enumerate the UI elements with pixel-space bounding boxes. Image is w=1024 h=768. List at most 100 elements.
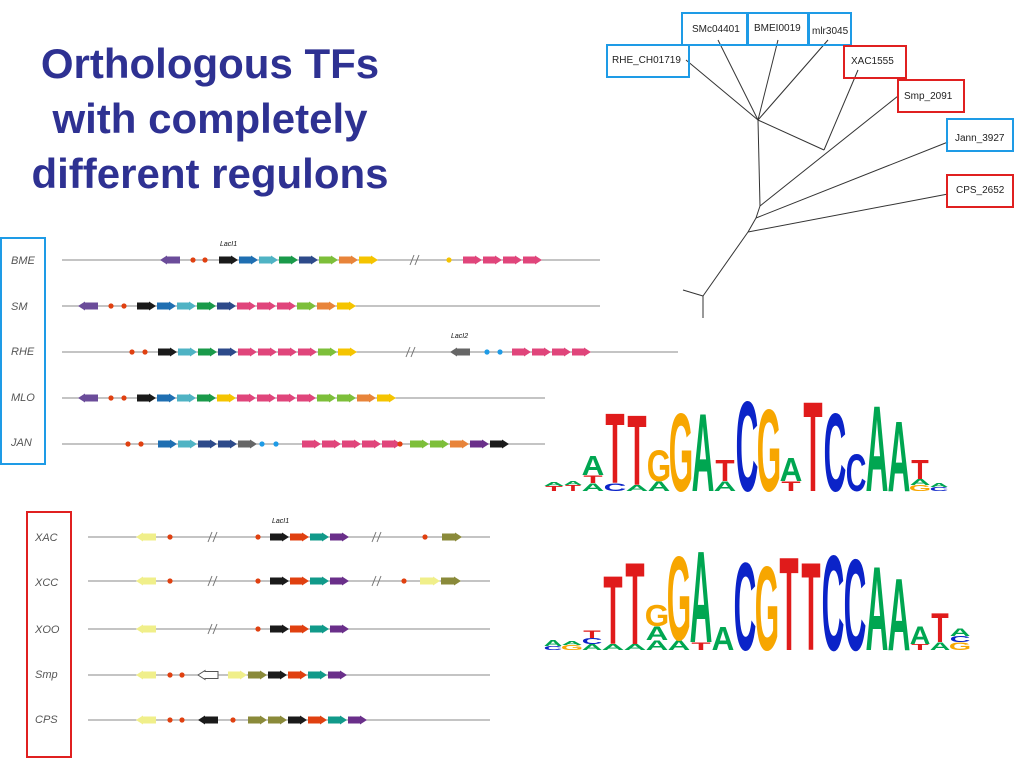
gene-arrow	[330, 624, 349, 634]
logo-letter-a: A	[646, 638, 669, 653]
logo-letter-a: A	[646, 622, 669, 644]
gene-arrow	[310, 532, 329, 542]
logo-letter-t: T	[545, 485, 563, 493]
break-mark	[212, 623, 218, 635]
logo-letter-t: T	[691, 640, 711, 652]
logo-letter-t: T	[911, 643, 929, 652]
gene-arrow	[532, 347, 551, 357]
svg-text:BMEI0019: BMEI0019	[754, 23, 801, 34]
break-mark	[410, 346, 416, 358]
org-label-smp: Smp	[35, 669, 58, 681]
gene-arrow	[178, 439, 197, 449]
svg-text:Jann_3927: Jann_3927	[955, 133, 1005, 144]
gene-arrow	[442, 532, 462, 542]
tree-leaf-smp-2091: Smp_2091	[897, 79, 965, 113]
binding-site-marker	[129, 349, 135, 355]
binding-site-marker	[397, 441, 403, 447]
tree-leaf-mlr3045: mlr3045	[808, 12, 852, 46]
gene-arrow	[298, 347, 317, 357]
logo-letter-t: T	[779, 529, 798, 679]
gene-arrow	[377, 393, 396, 403]
gene-arrow	[503, 255, 522, 265]
logo-letter-g: G	[667, 532, 691, 666]
binding-site-marker	[167, 534, 173, 540]
gene-arrow	[362, 439, 381, 449]
tree-leaf-smc04401: SMc04401	[681, 12, 748, 46]
gene-arrow	[270, 532, 289, 542]
binding-site-marker	[255, 626, 261, 632]
tree-leaf-jann-3927: Jann_3927	[946, 118, 1014, 152]
binding-site-marker	[142, 349, 148, 355]
logo-letter-t: T	[781, 479, 800, 494]
gene-arrow	[342, 439, 361, 449]
logo-letter-c: C	[950, 635, 971, 644]
binding-site-marker	[497, 349, 503, 355]
logo-letter-t: T	[911, 453, 928, 485]
logo-letter-a: A	[780, 451, 803, 488]
logo-letter-a: A	[582, 643, 603, 652]
logo-letter-t: T	[603, 558, 622, 666]
logo-letter-a: A	[544, 639, 563, 648]
gene-arrow	[270, 576, 289, 586]
break-mark	[414, 254, 420, 266]
gene-arrow	[237, 301, 256, 311]
logo-letter-g: G	[561, 644, 583, 652]
gene-arrow	[297, 301, 316, 311]
binding-site-marker	[273, 441, 279, 447]
gene-arrow	[302, 439, 321, 449]
logo-letter-a: A	[648, 479, 671, 494]
gene-arrow	[322, 439, 341, 449]
gene-arrow	[238, 439, 257, 449]
gene-arrow	[218, 439, 237, 449]
svg-text:RHE_CH01719: RHE_CH01719	[612, 55, 681, 66]
gene-arrow	[157, 393, 176, 403]
gene-arrow	[420, 576, 440, 586]
gene-arrow	[177, 393, 196, 403]
gene-arrow	[228, 670, 247, 680]
gene-arrow	[78, 393, 98, 403]
gene-arrow	[288, 715, 307, 725]
gene-arrow	[197, 301, 216, 311]
gene-arrow	[470, 439, 489, 449]
logo-letter-a: A	[910, 622, 931, 650]
gene-arrow	[248, 715, 267, 725]
logo-letter-c: C	[604, 481, 627, 493]
gene-arrow	[290, 576, 309, 586]
gene-arrow	[490, 439, 509, 449]
logo-letter-g: G	[645, 598, 669, 633]
binding-site-marker	[179, 717, 185, 723]
gene-arrow	[217, 393, 236, 403]
gene-arrow	[278, 347, 297, 357]
title-line-1: Orthologous TFs	[40, 40, 380, 87]
break-mark	[376, 531, 382, 543]
phylogenetic-tree: SMc04401 BMEI0019 mlr3045 RHE_CH01719 XA…	[606, 12, 1014, 318]
gene-arrow	[330, 576, 349, 586]
logo-letter-a: A	[930, 640, 951, 653]
gene-arrow	[299, 255, 318, 265]
page-title: Orthologous TFs with completely differen…	[0, 36, 420, 201]
gene-arrow	[136, 670, 156, 680]
gene-arrow	[158, 347, 177, 357]
svg-text:mlr3045: mlr3045	[812, 26, 849, 37]
svg-text:XAC1555: XAC1555	[851, 56, 894, 67]
binding-site-marker	[121, 395, 127, 401]
binding-site-marker	[484, 349, 490, 355]
gene-arrow	[237, 393, 256, 403]
gene-arrow	[258, 347, 277, 357]
gene-arrow	[463, 255, 482, 265]
break-mark	[207, 623, 213, 635]
break-mark	[409, 254, 415, 266]
tree-leaf-cps-2652: CPS_2652	[946, 174, 1014, 208]
title-line-3: different regulons	[31, 150, 389, 197]
logo-letter-c: C	[736, 376, 759, 519]
logo-letter-a: A	[930, 482, 949, 488]
gene-arrow	[330, 532, 349, 542]
binding-site-marker	[179, 672, 185, 678]
gene-arrow	[136, 715, 156, 725]
gene-arrow	[239, 255, 258, 265]
gene-arrow	[512, 347, 531, 357]
gene-arrow	[308, 670, 327, 680]
gene-arrow	[136, 624, 156, 634]
logo-letter-a: A	[626, 483, 649, 492]
